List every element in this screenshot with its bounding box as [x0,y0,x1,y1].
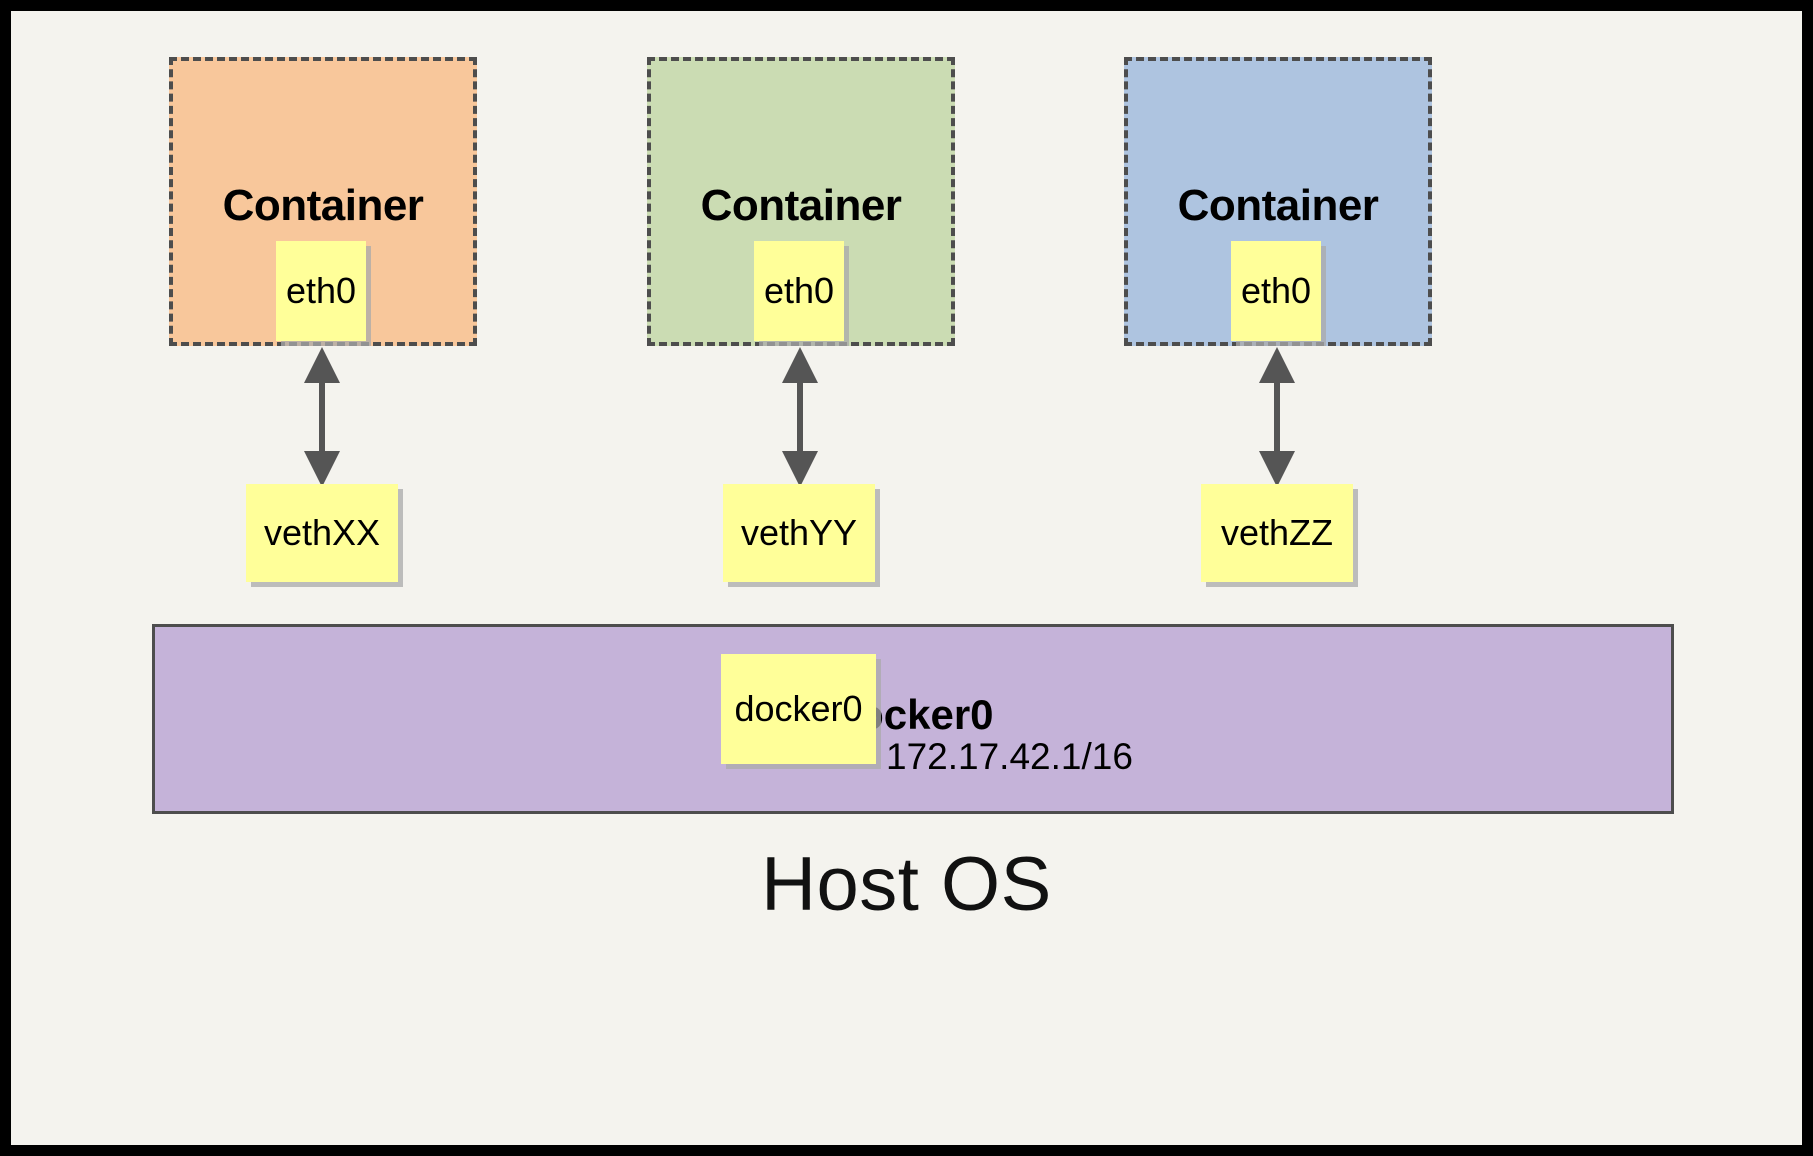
docker0-bridge-bar: docker0 [152,624,1674,814]
docker0-interface-label: docker0 [734,688,863,729]
eth0-label-1: eth0 [285,270,357,311]
container-title-3: Container [1177,181,1379,230]
eth0-box-3: eth0 [1231,241,1321,341]
eth0-label-3: eth0 [1240,270,1312,311]
docker0-ip-text: 172.17.42.1/16 [886,736,1133,777]
veth-box-2: vethYY [723,484,875,582]
docker0-bridge-label: docker0 [832,691,994,738]
eth0-label-2: eth0 [763,270,835,311]
veth-label-2: vethYY [740,512,858,553]
docker0-interface-box: docker0 [721,654,876,764]
eth0-box-1: eth0 [276,241,366,341]
link-arrow-1 [304,347,340,487]
veth-box-1: vethXX [246,484,398,582]
veth-label-3: vethZZ [1220,512,1334,553]
link-arrow-2 [782,347,818,487]
host-os-label: Host OS [761,842,1052,927]
container-title-2: Container [700,181,902,230]
veth-label-1: vethXX [263,512,381,553]
container-title-1: Container [222,181,424,230]
eth0-box-2: eth0 [754,241,844,341]
link-arrow-3 [1259,347,1295,487]
veth-box-3: vethZZ [1201,484,1353,582]
